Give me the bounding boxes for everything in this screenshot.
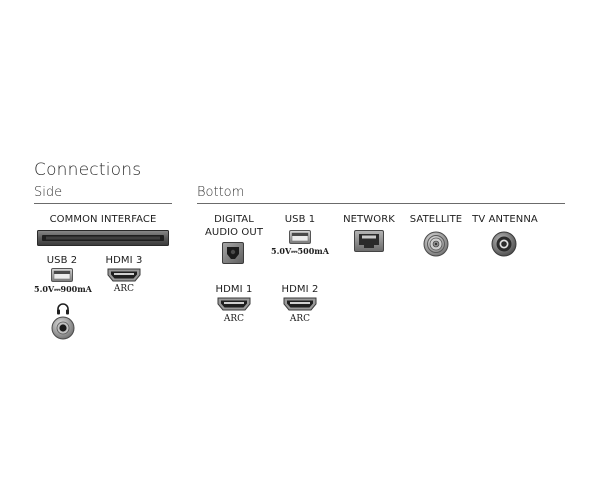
hdmi1-sub: ARC xyxy=(223,314,245,324)
headphone-jack-icon xyxy=(51,316,75,340)
hdmi3-port-icon xyxy=(107,268,141,282)
tv-antenna-port-icon xyxy=(491,231,517,257)
page-title: Connections xyxy=(34,160,142,180)
usb2-port-icon xyxy=(51,268,73,282)
tv-antenna-label: TV ANTENNA xyxy=(472,214,538,225)
hdmi1-port-icon xyxy=(217,297,251,311)
usb1-label: USB 1 xyxy=(284,214,316,225)
satellite-label: SATELLITE xyxy=(409,214,463,225)
hdmi3-sub: ARC xyxy=(113,284,135,294)
network-port-icon xyxy=(354,230,384,252)
digital-audio-out-label-line1: DIGITAL xyxy=(214,214,254,225)
digital-audio-out-label-line2: AUDIO OUT xyxy=(204,227,264,238)
hdmi2-port-icon xyxy=(283,297,317,311)
satellite-port-icon xyxy=(423,231,449,257)
common-interface-slot-icon xyxy=(37,230,169,246)
section-side-divider xyxy=(34,203,172,204)
hdmi2-label: HDMI 2 xyxy=(281,284,319,295)
section-bottom-title: Bottom xyxy=(197,185,245,200)
hdmi1-label: HDMI 1 xyxy=(215,284,253,295)
digital-audio-out-port-icon xyxy=(222,242,244,264)
headphone-icon xyxy=(56,302,70,315)
network-label: NETWORK xyxy=(343,214,395,225)
common-interface-label: COMMON INTERFACE xyxy=(49,214,157,225)
usb1-port-icon xyxy=(289,230,311,244)
usb1-spec: 5.0V⎓500mA xyxy=(271,246,329,256)
hdmi3-label: HDMI 3 xyxy=(105,255,143,266)
usb2-label: USB 2 xyxy=(46,255,78,266)
hdmi2-sub: ARC xyxy=(289,314,311,324)
section-side-title: Side xyxy=(34,185,63,200)
usb2-spec: 5.0V⎓900mA xyxy=(34,284,92,294)
section-bottom-divider xyxy=(197,203,565,204)
